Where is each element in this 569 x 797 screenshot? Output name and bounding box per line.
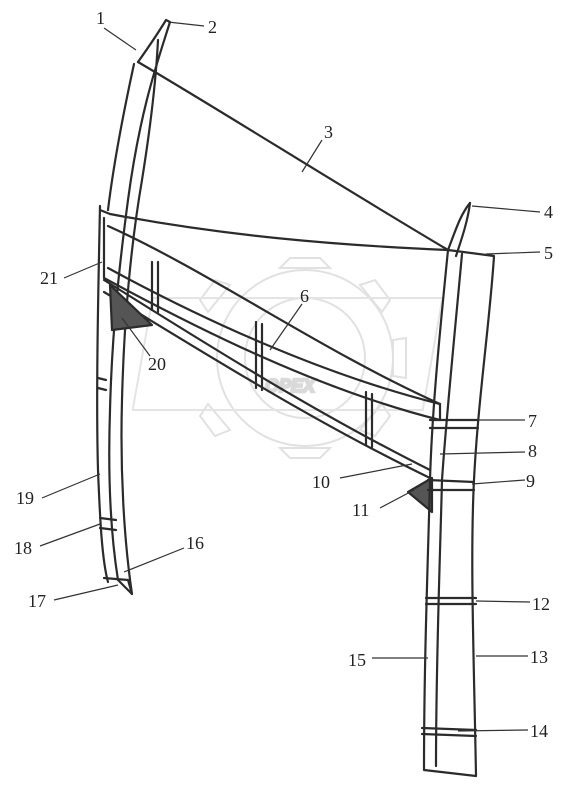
callout-6: 6 bbox=[300, 286, 309, 306]
callout-12: 12 bbox=[532, 594, 550, 614]
callout-11: 11 bbox=[352, 500, 369, 520]
callout-9: 9 bbox=[526, 471, 535, 491]
callout-15: 15 bbox=[348, 650, 366, 670]
callout-18: 18 bbox=[14, 538, 32, 558]
callout-8: 8 bbox=[528, 441, 537, 461]
watermark-logo: OPEX bbox=[131, 257, 444, 459]
left-pillar bbox=[108, 18, 172, 596]
callout-5: 5 bbox=[544, 243, 553, 263]
callout-2: 2 bbox=[208, 17, 217, 37]
callout-labels: 1 2 3 4 5 6 7 8 9 10 11 12 13 14 15 16 1… bbox=[14, 8, 553, 741]
cross-beam-lower bbox=[102, 278, 432, 472]
callout-19: 19 bbox=[16, 488, 34, 508]
callout-21: 21 bbox=[40, 268, 58, 288]
right-gusset bbox=[406, 476, 434, 514]
callout-4: 4 bbox=[544, 202, 553, 222]
callout-7: 7 bbox=[528, 411, 537, 431]
callout-16: 16 bbox=[186, 533, 204, 553]
right-pillar bbox=[422, 248, 496, 778]
post-c bbox=[364, 390, 374, 449]
roof-panel bbox=[136, 60, 450, 252]
callout-17: 17 bbox=[28, 591, 46, 611]
callout-10: 10 bbox=[312, 472, 330, 492]
watermark-text: OPEX bbox=[265, 376, 316, 396]
left-gusset bbox=[108, 283, 154, 332]
callout-3: 3 bbox=[324, 122, 333, 142]
post-a bbox=[150, 260, 160, 314]
callout-14: 14 bbox=[530, 721, 548, 741]
callout-20: 20 bbox=[148, 354, 166, 374]
left-pillar-inner bbox=[96, 204, 110, 584]
callout-13: 13 bbox=[530, 647, 548, 667]
post-b bbox=[254, 320, 264, 392]
callout-1: 1 bbox=[96, 8, 105, 28]
